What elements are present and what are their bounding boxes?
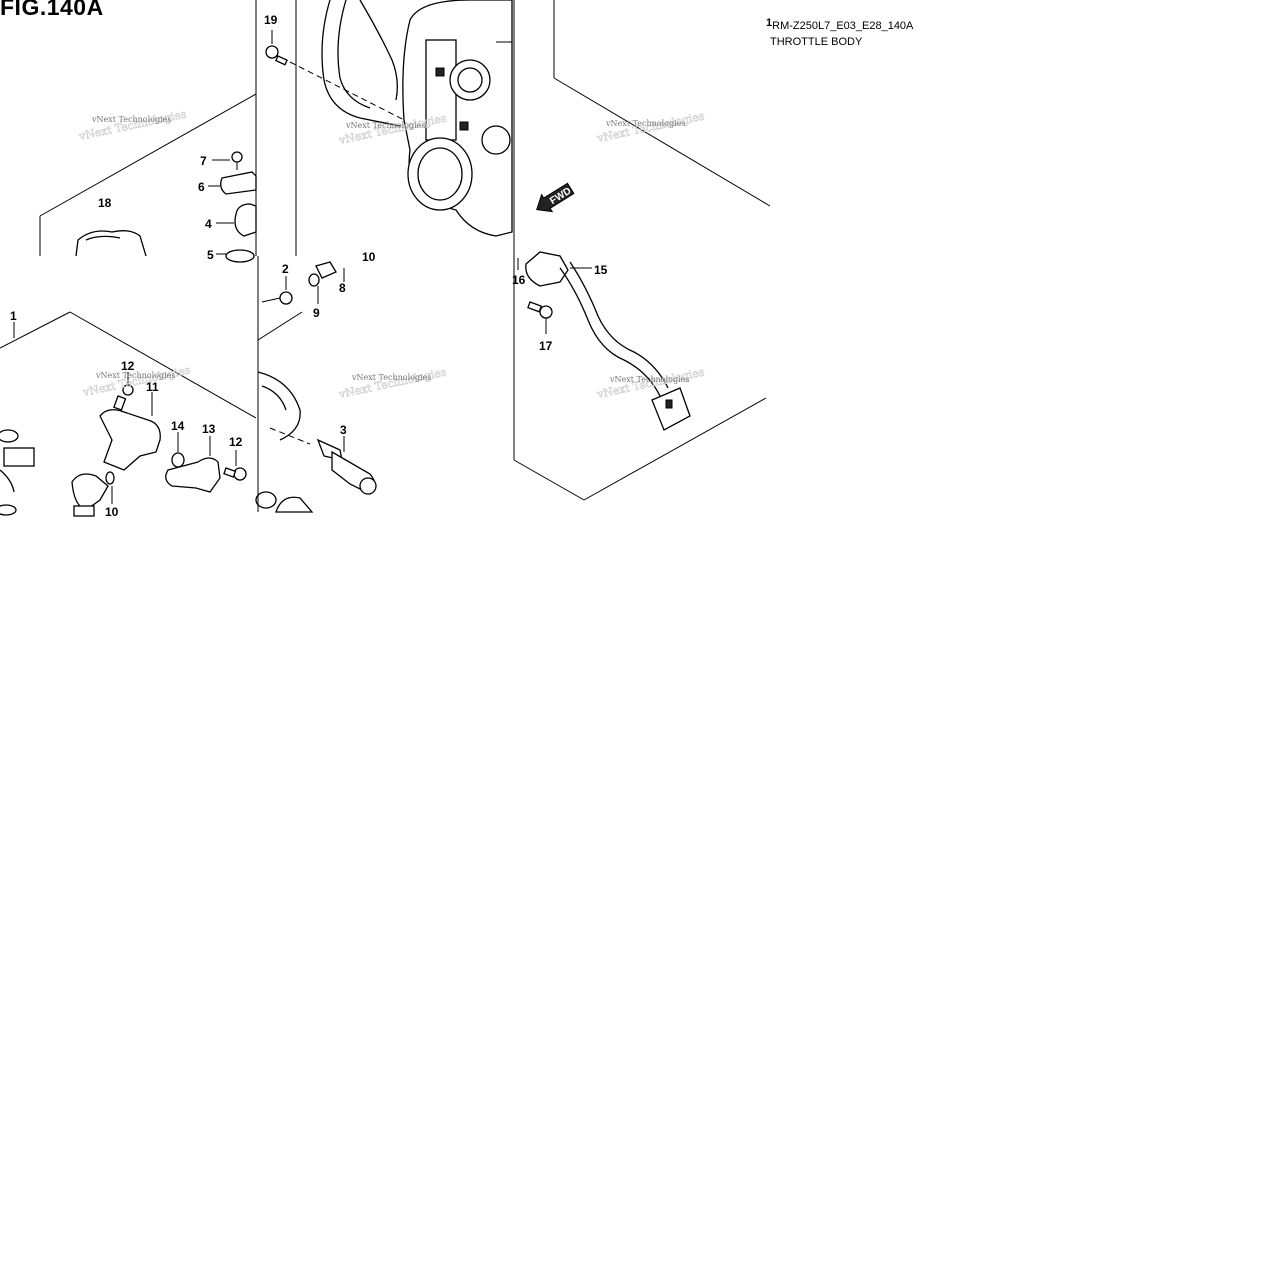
- part-housing: [257, 371, 301, 441]
- part-18-edge: [85, 235, 121, 241]
- callout-3[interactable]: 3: [340, 423, 347, 437]
- part-9-o-ring: [308, 273, 320, 287]
- watermark-3: vNext Technologies: [605, 119, 685, 128]
- callout-11[interactable]: 11: [146, 380, 159, 394]
- watermark-1: vNext Technologies: [91, 115, 171, 124]
- fwd-arrow-icon: FWD: [536, 182, 575, 213]
- callouts: 19 7 6 18 4 5 2 8 9 10 16 15 17 1 12 11 …: [10, 13, 608, 519]
- part-2-screw: [279, 291, 293, 305]
- part-connector: [3, 447, 35, 467]
- part-17-bolt: [539, 305, 553, 319]
- part-cable-cover: [321, 0, 401, 127]
- figure-name: THROTTLE BODY: [770, 36, 863, 48]
- panel-top-right: [513, 0, 771, 256]
- part-15-connector: [651, 387, 691, 431]
- code-superscript: 1: [766, 17, 773, 29]
- watermark-6: vNext Technologies: [609, 375, 689, 384]
- part-4-sensor: [234, 203, 257, 237]
- part-10-injector: [71, 473, 109, 511]
- figure-title: FIG.140A: [0, 0, 104, 20]
- part-12-bolt-b: [233, 467, 247, 481]
- part-19-bolt: [265, 45, 279, 59]
- callout-12-top[interactable]: 12: [121, 359, 135, 373]
- part-8-jet: [315, 261, 337, 279]
- callout-12-bottom[interactable]: 12: [229, 435, 243, 449]
- callout-15[interactable]: 15: [594, 263, 608, 277]
- watermark-5-back: vNext Technologies: [337, 365, 448, 401]
- callout-2[interactable]: 2: [282, 262, 289, 276]
- callout-10-top[interactable]: 10: [362, 250, 376, 264]
- part-16-bracket: [525, 251, 569, 287]
- watermark-5: vNext Technologies: [351, 373, 431, 382]
- part-12-bolt-a: [122, 384, 134, 396]
- callout-6[interactable]: 6: [198, 180, 205, 194]
- callout-7[interactable]: 7: [200, 154, 207, 168]
- part-14-o-ring: [171, 452, 185, 468]
- figure-info: 1RM-Z250L7_E03_E28_140A THROTTLE BODY: [766, 17, 914, 50]
- callout-14[interactable]: 14: [171, 419, 185, 433]
- panel-top-left: [39, 93, 257, 263]
- panel-bottom-left: [0, 311, 257, 517]
- callout-18[interactable]: 18: [98, 196, 112, 210]
- part-18-cover: [75, 230, 147, 257]
- callout-17[interactable]: 17: [539, 339, 553, 353]
- callout-19[interactable]: 19: [264, 13, 278, 27]
- part-6-plate: [220, 171, 257, 195]
- panel-bottom-middle: [255, 256, 377, 513]
- watermark-2: vNext Technologies: [345, 121, 425, 130]
- callout-5[interactable]: 5: [207, 248, 214, 262]
- callout-1[interactable]: 1: [10, 309, 17, 323]
- watermark-1-back: vNext Technologies: [77, 107, 188, 143]
- panel-top-middle: FWD: [255, 0, 575, 256]
- callout-16[interactable]: 16: [512, 273, 526, 287]
- part-7-screw: [231, 151, 243, 163]
- watermarks: vNext Technologies vNext Technologies vN…: [77, 107, 707, 401]
- callout-10-bottom[interactable]: 10: [105, 505, 119, 519]
- watermark-4-back: vNext Technologies: [81, 363, 192, 399]
- watermark-4: vNext Technologies: [95, 371, 175, 380]
- callout-9[interactable]: 9: [313, 306, 320, 320]
- callout-13[interactable]: 13: [202, 422, 216, 436]
- part-15-sensor-lead: [559, 267, 661, 397]
- callout-4[interactable]: 4: [205, 217, 212, 231]
- part-5-o-ring: [225, 249, 255, 263]
- part-13-joint: [165, 457, 221, 493]
- figure-code: RM-Z250L7_E03_E28_140A: [772, 20, 914, 32]
- callout-8[interactable]: 8: [339, 281, 346, 295]
- part-11-delivery-pipe: [99, 409, 161, 471]
- panel-bottom-right: [513, 251, 767, 501]
